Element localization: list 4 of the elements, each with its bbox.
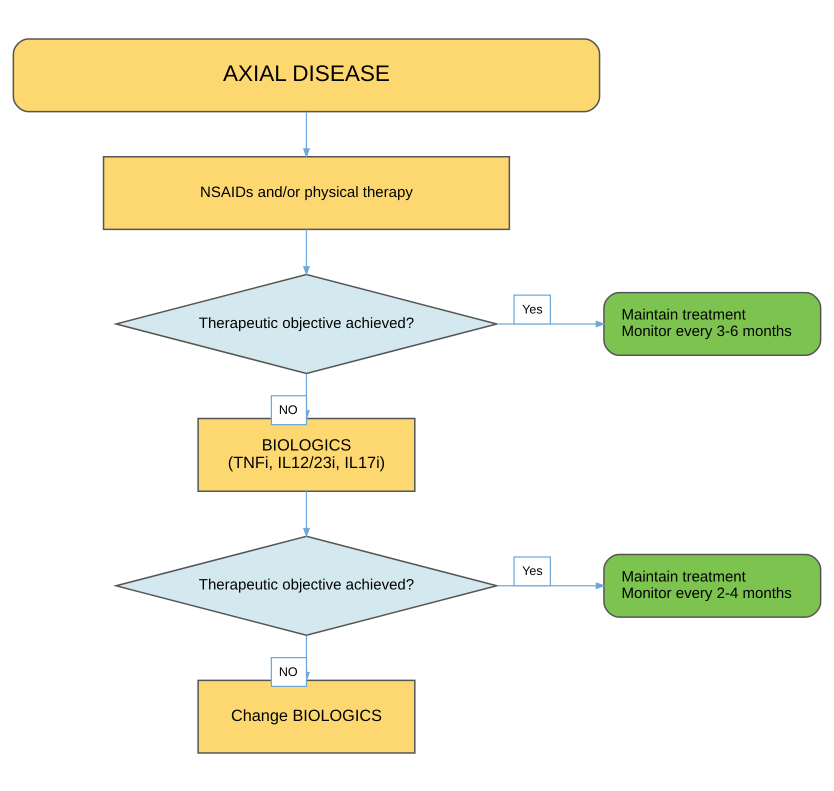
edge-label: NO — [278, 664, 298, 678]
edge-label: Yes — [522, 564, 543, 578]
edge-label: Yes — [522, 302, 543, 316]
edge-label: NO — [278, 402, 298, 416]
